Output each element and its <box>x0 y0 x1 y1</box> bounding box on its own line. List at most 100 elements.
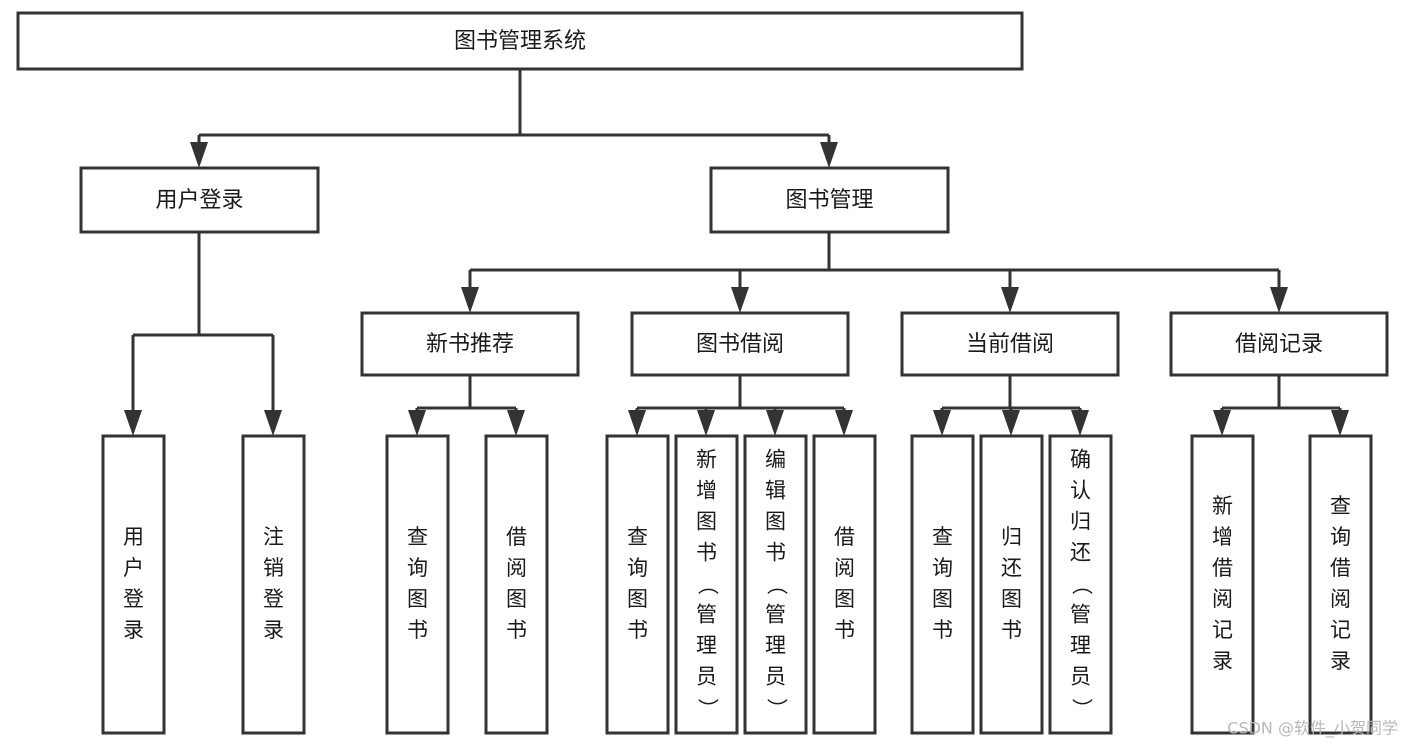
node-borrow-record-label: 借阅记录 <box>1235 332 1323 357</box>
arrow-current-borrow-0 <box>933 410 951 436</box>
node-leaf-user-login-box[interactable] <box>101 434 166 735</box>
node-leaf-borrow-book-1-label-char: 图 <box>506 587 527 611</box>
node-leaf-edit-book-label-char: 理 <box>765 634 786 658</box>
node-leaf-query-book-3-label-char: 书 <box>932 618 953 642</box>
node-borrow-record[interactable]: 借阅记录 <box>1169 311 1389 377</box>
node-leaf-edit-book-label-char: 辑 <box>765 479 786 503</box>
node-user-login-box[interactable] <box>79 166 320 234</box>
node-leaf-user-login-label-char: 用 <box>123 525 144 549</box>
arrow-book-manage-0 <box>461 287 479 313</box>
node-leaf-logout-box[interactable] <box>241 434 306 735</box>
node-leaf-confirm-return-label-char: 归 <box>1070 510 1091 534</box>
node-new-book-rec-box[interactable] <box>360 311 580 377</box>
node-book-borrow[interactable]: 图书借阅 <box>630 311 850 377</box>
node-leaf-confirm-return-box[interactable] <box>1048 434 1113 735</box>
node-leaf-add-record-label-char: 阅 <box>1212 587 1233 611</box>
node-leaf-confirm-return-label-char: 理 <box>1070 634 1091 658</box>
node-leaf-query-record-label-char: 记 <box>1330 618 1351 642</box>
node-leaf-edit-book-label-char: ） <box>765 698 789 719</box>
node-current-borrow-box[interactable] <box>900 311 1120 377</box>
node-leaf-add-book-label-char: 图 <box>696 510 717 534</box>
node-book-borrow-box[interactable] <box>630 311 850 377</box>
node-leaf-query-record-box[interactable] <box>1308 434 1373 735</box>
node-leaf-query-book-2-label-char: 询 <box>627 556 648 580</box>
node-user-login-label: 用户登录 <box>155 188 243 213</box>
node-leaf-query-book-3-box[interactable] <box>910 434 975 735</box>
node-current-borrow-label: 当前借阅 <box>966 332 1054 357</box>
node-layer: 图书管理系统用户登录图书管理新书推荐图书借阅当前借阅借阅记录用户登录注销登录查询… <box>16 11 1389 735</box>
node-leaf-user-login[interactable]: 用户登录 <box>101 434 166 735</box>
node-leaf-add-book-label-char: 员 <box>696 665 717 689</box>
node-root-box[interactable] <box>16 11 1024 71</box>
node-book-manage-box[interactable] <box>709 166 950 234</box>
node-book-borrow-label: 图书借阅 <box>696 332 784 357</box>
node-leaf-borrow-book-1-label-char: 阅 <box>506 556 527 580</box>
arrow-borrow-record-1 <box>1331 410 1349 436</box>
node-leaf-query-book-1-label-char: 询 <box>407 556 428 580</box>
node-leaf-edit-book-label-char: 编 <box>765 448 786 472</box>
node-leaf-add-book-label-char: 书 <box>696 541 717 565</box>
node-leaf-confirm-return-label-char: 管 <box>1070 603 1091 627</box>
node-leaf-add-record-label-char: 记 <box>1212 618 1233 642</box>
node-leaf-add-record-label-char: 录 <box>1212 649 1233 673</box>
node-leaf-add-book-box[interactable] <box>674 434 739 735</box>
node-book-manage[interactable]: 图书管理 <box>709 166 950 234</box>
node-leaf-return-book-label-char: 归 <box>1001 525 1022 549</box>
node-leaf-add-record-box[interactable] <box>1190 434 1255 735</box>
node-leaf-return-book-label-char: 还 <box>1001 556 1022 580</box>
node-leaf-borrow-book-1-box[interactable] <box>484 434 549 735</box>
node-leaf-borrow-book-2-label-char: 阅 <box>834 556 855 580</box>
arrow-current-borrow-2 <box>1071 410 1089 436</box>
node-leaf-borrow-book-2-label-char: 书 <box>834 618 855 642</box>
node-leaf-logout-label-char: 销 <box>263 556 284 580</box>
node-leaf-return-book-label-char: 书 <box>1001 618 1022 642</box>
node-leaf-query-book-1-box[interactable] <box>385 434 450 735</box>
node-leaf-borrow-book-1-label-char: 书 <box>506 618 527 642</box>
arrow-borrow-record-0 <box>1213 410 1231 436</box>
node-leaf-query-book-2-box[interactable] <box>605 434 670 735</box>
node-leaf-confirm-return-label-char: ） <box>1070 698 1094 719</box>
node-borrow-record-box[interactable] <box>1169 311 1389 377</box>
node-leaf-user-login-label-char: 登 <box>123 587 144 611</box>
node-leaf-return-book-box[interactable] <box>979 434 1044 735</box>
node-leaf-user-login-label-char: 录 <box>123 618 144 642</box>
node-leaf-edit-book-label-char: 员 <box>765 665 786 689</box>
node-new-book-rec[interactable]: 新书推荐 <box>360 311 580 377</box>
node-leaf-borrow-book-2-box[interactable] <box>812 434 877 735</box>
node-leaf-query-book-2-label-char: 查 <box>627 525 648 549</box>
node-leaf-edit-book-label-char: 管 <box>765 603 786 627</box>
connector-layer <box>124 69 1349 436</box>
node-leaf-borrow-book-2-label-char: 图 <box>834 587 855 611</box>
node-leaf-add-record-label-char: 新 <box>1212 494 1233 518</box>
node-leaf-edit-book-box[interactable] <box>743 434 808 735</box>
node-leaf-add-book-label-char: 增 <box>696 479 717 503</box>
arrow-new-book-rec-1 <box>507 410 525 436</box>
node-current-borrow[interactable]: 当前借阅 <box>900 311 1120 377</box>
node-leaf-user-login-label-char: 户 <box>123 556 144 580</box>
node-leaf-query-book-2-label-char: 图 <box>627 587 648 611</box>
node-leaf-query-book-3-label-char: 询 <box>932 556 953 580</box>
arrow-current-borrow-1 <box>1002 410 1020 436</box>
arrow-book-borrow-2 <box>766 410 784 436</box>
node-leaf-add-record-label-char: 借 <box>1212 556 1233 580</box>
node-leaf-query-book-3-label-char: 查 <box>932 525 953 549</box>
arrow-book-borrow-0 <box>628 410 646 436</box>
node-leaf-return-book-label-char: 图 <box>1001 587 1022 611</box>
node-leaf-add-book-label-char: 管 <box>696 603 717 627</box>
node-user-login[interactable]: 用户登录 <box>79 166 320 234</box>
node-root[interactable]: 图书管理系统 <box>16 11 1024 71</box>
